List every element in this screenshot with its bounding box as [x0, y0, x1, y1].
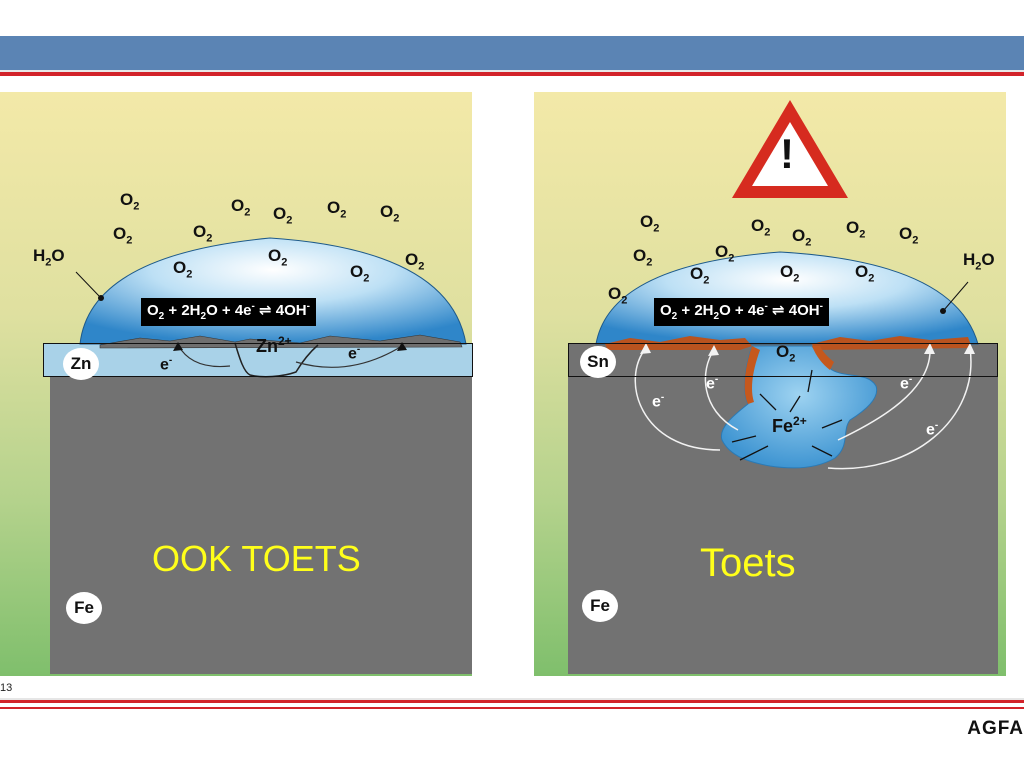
right-oxygen-label: O2	[792, 226, 812, 249]
right-oxygen-label: O2	[899, 224, 919, 247]
right-ion-arrow	[811, 445, 833, 457]
left-reaction-equation: O2 + 2H2O + 4e- ⇌ 4OH-	[141, 298, 316, 326]
right-oxygen-label: O2	[640, 212, 660, 235]
left-h2o-pointer-dot	[98, 295, 104, 301]
right-ion-arrow	[821, 419, 843, 429]
left-zinc-corrosion-product	[99, 334, 463, 349]
right-oxygen-label: O2	[751, 216, 771, 239]
right-oxygen-label: O2	[780, 262, 800, 285]
left-oxygen-label: O2	[231, 196, 251, 219]
right-h2o-pointer-dot	[940, 308, 946, 314]
left-oxygen-label: O2	[113, 224, 133, 247]
left-coating-outline	[43, 343, 473, 377]
right-electron-loop	[827, 347, 972, 470]
right-oxygen-label: O2	[608, 284, 628, 307]
right-caption: Toets	[700, 541, 796, 585]
right-ion-arrow	[807, 369, 813, 393]
left-oxygen-label: O2	[173, 258, 193, 281]
right-electron-label: e-	[926, 420, 939, 439]
right-reaction-equation: O2 + 2H2O + 4e- ⇌ 4OH-	[654, 298, 829, 326]
right-ion-arrow	[759, 393, 777, 411]
left-oxygen-label: O2	[193, 222, 213, 245]
left-oxygen-label: O2	[268, 246, 288, 269]
right-oxygen-label: O2	[855, 262, 875, 285]
right-oxygen-label: O2	[633, 246, 653, 269]
left-caption: OOK TOETS	[152, 538, 361, 579]
header-red-stripe	[0, 72, 1024, 76]
left-h2o-pointer	[75, 271, 101, 298]
slide-number: 13	[0, 682, 13, 694]
right-oxygen-label: O2	[690, 264, 710, 287]
right-electron-arrowhead	[964, 343, 975, 354]
right-iron-badge: Fe	[582, 590, 618, 622]
warning-triangle-inner	[752, 122, 828, 186]
footer-red-stripe	[0, 700, 1024, 703]
right-electron-loop	[704, 349, 739, 431]
left-oxygen-label: O2	[380, 202, 400, 225]
tin-badge: Sn	[580, 346, 616, 378]
right-ion-arrow	[789, 395, 801, 413]
right-pit-rust-wall	[812, 346, 834, 370]
right-electron-loop	[634, 347, 721, 451]
right-electron-loop	[837, 347, 931, 441]
right-coating-outline	[568, 343, 998, 377]
right-iron-ion-label: Fe2+	[772, 414, 807, 436]
right-h2o-pointer	[943, 281, 969, 311]
header-divider	[0, 70, 1024, 72]
right-electron-arrowhead	[924, 343, 935, 354]
footer-divider	[0, 698, 1024, 700]
left-oxygen-label: O2	[327, 198, 347, 221]
right-electron-label: e-	[652, 392, 665, 411]
right-water-label: H2O	[963, 250, 995, 273]
right-electron-label: e-	[900, 374, 913, 393]
right-pit-rust-wall	[744, 346, 760, 404]
left-steel-substrate	[50, 377, 472, 674]
left-electron-path-right	[295, 345, 403, 368]
left-electron-label: e-	[348, 344, 361, 363]
left-electron-arrowhead	[397, 342, 407, 351]
right-oxygen-in-pit-label: O2	[776, 342, 796, 365]
left-oxygen-label: O2	[350, 262, 370, 285]
left-oxygen-label: O2	[405, 250, 425, 273]
left-iron-badge: Fe	[66, 592, 102, 624]
left-electron-label: e-	[160, 355, 173, 374]
zinc-badge: Zn	[63, 348, 99, 380]
right-oxygen-label: O2	[846, 218, 866, 241]
warning-exclamation: !	[780, 130, 794, 177]
left-water-label: H2O	[33, 246, 65, 269]
brand-logo-text: AGFA	[967, 718, 1024, 739]
left-oxygen-label: O2	[273, 204, 293, 227]
right-electron-arrowhead	[640, 343, 651, 354]
right-electron-arrowhead	[708, 345, 719, 356]
footer-red-line	[0, 707, 1024, 709]
right-ion-arrow	[739, 445, 769, 461]
right-electron-label: e-	[706, 374, 719, 393]
left-oxygen-label: O2	[120, 190, 140, 213]
left-electron-arrowhead	[173, 342, 183, 351]
header-band	[0, 36, 1024, 70]
left-zinc-ion-label: Zn2+	[256, 334, 292, 356]
right-oxygen-label: O2	[715, 242, 735, 265]
right-ion-arrow	[731, 435, 757, 443]
